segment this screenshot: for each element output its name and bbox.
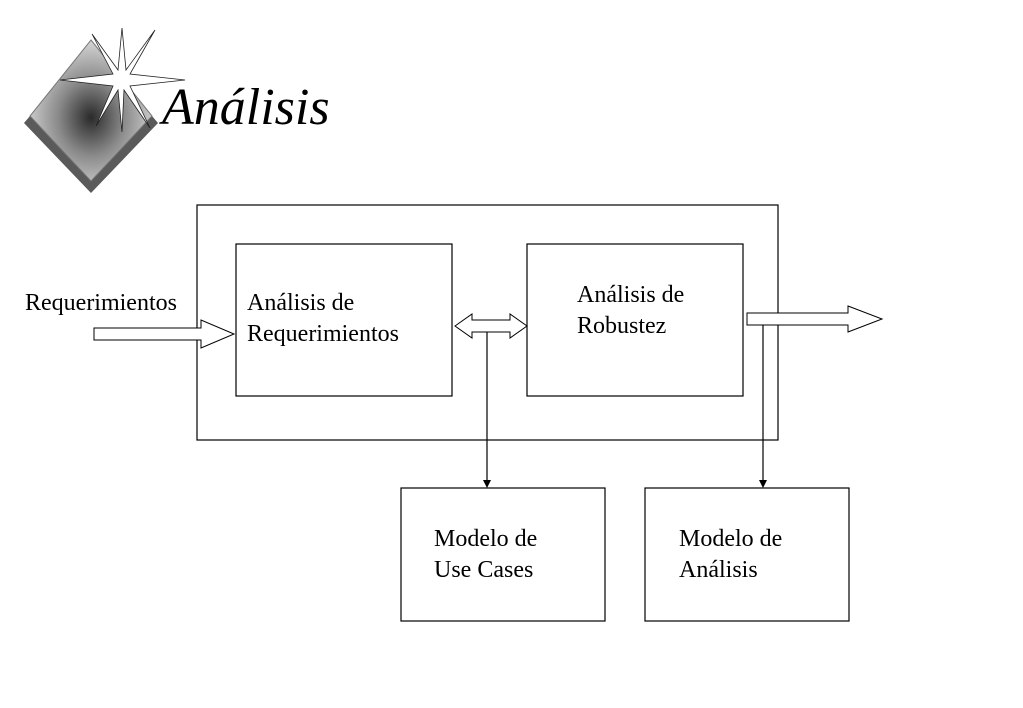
output-block-arrow — [746, 305, 884, 333]
slide-title: Análisis — [162, 79, 330, 136]
use-case-model-box — [400, 487, 606, 622]
robustness-analysis-label-line2: Robustez — [577, 313, 667, 339]
analysis-model-label: Modelo de Análisis — [679, 524, 782, 586]
analysis-model-label-line1: Modelo de — [679, 526, 783, 552]
robustness-analysis-box — [526, 243, 744, 397]
analysis-model-box — [644, 487, 850, 622]
requirements-analysis-box — [235, 243, 453, 397]
input-label: Requerimientos — [25, 290, 177, 316]
use-case-model-label: Modelo de Use Cases — [434, 524, 537, 586]
use-case-model-label-line2: Use Cases — [434, 557, 534, 583]
requirements-analysis-label: Análisis de Requerimientos — [247, 288, 399, 350]
requirements-analysis-label-line2: Requerimientos — [247, 321, 399, 347]
bidirectional-block-arrow — [454, 313, 528, 339]
requirements-analysis-label-line1: Análisis de — [247, 290, 355, 316]
robustness-analysis-label: Análisis de Robustez — [577, 280, 684, 342]
input-block-arrow — [93, 319, 236, 349]
analysis-model-label-line2: Análisis — [679, 557, 758, 583]
diamond-sparkle-logo — [24, 27, 186, 193]
use-case-model-label-line1: Modelo de — [434, 526, 538, 552]
robustness-analysis-label-line1: Análisis de — [577, 282, 685, 308]
